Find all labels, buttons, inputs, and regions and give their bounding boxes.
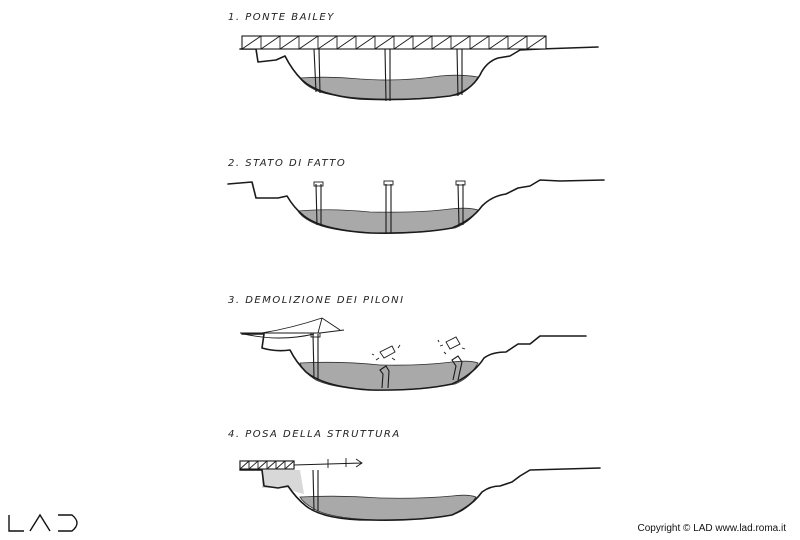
bailey-truss-diagonal bbox=[412, 35, 433, 50]
bailey-truss-diagonal bbox=[336, 35, 357, 50]
logo-letter-d bbox=[58, 514, 78, 532]
pier-cap-2c bbox=[455, 180, 466, 186]
new-deck-truss-diagonal bbox=[248, 460, 259, 470]
pier-1a-b bbox=[318, 48, 321, 94]
pier-cap-2a bbox=[313, 181, 324, 187]
bailey-truss-diagonal bbox=[450, 35, 471, 50]
panel-3-label: 3. DEMOLIZIONE DEI PILONI bbox=[228, 295, 405, 306]
debris-3c bbox=[437, 339, 466, 355]
bailey-truss-diagonal bbox=[374, 35, 395, 50]
falling-pier-top-3b bbox=[379, 345, 396, 359]
bank-shade-4 bbox=[262, 470, 304, 494]
pier-1b bbox=[384, 48, 387, 102]
logo-letter-a bbox=[29, 513, 51, 532]
crane-sag-line bbox=[243, 333, 315, 339]
logo-letter-l bbox=[8, 515, 24, 532]
panel-4-structure-installation: 4. POSA DELLA STRUTTURA bbox=[228, 429, 601, 521]
bailey-truss-diagonal bbox=[241, 35, 262, 50]
river-water-4 bbox=[299, 494, 477, 521]
panel-1-bailey-bridge: 1. PONTE BAILEY bbox=[228, 12, 599, 102]
debris-3b bbox=[371, 344, 401, 361]
bailey-truss-diagonal bbox=[526, 35, 547, 50]
bailey-truss-diagonal bbox=[279, 35, 300, 50]
river-water-2 bbox=[297, 207, 479, 234]
bailey-truss bbox=[241, 35, 547, 50]
panel-3-pier-demolition: 3. DEMOLIZIONE DEI PILONI bbox=[228, 295, 587, 391]
new-deck-truss bbox=[239, 460, 295, 470]
bailey-truss-diagonal bbox=[393, 35, 414, 50]
pier-1a bbox=[313, 48, 317, 93]
new-deck-truss-diagonal bbox=[257, 460, 268, 470]
bailey-truss-diagonal bbox=[507, 35, 528, 50]
bailey-truss-diagonal bbox=[469, 35, 490, 50]
riverbank-profile-3 bbox=[241, 333, 587, 391]
riverbank-profile-2 bbox=[227, 179, 605, 234]
bailey-truss-diagonal bbox=[488, 35, 509, 50]
riverbank-profile-1 bbox=[239, 46, 599, 101]
panel-2-label: 2. STATO DI FATTO bbox=[228, 158, 346, 169]
new-deck-truss-diagonal bbox=[266, 460, 277, 470]
broken-pier-3b bbox=[379, 365, 390, 389]
crane-canopy bbox=[240, 317, 345, 334]
bailey-truss-diagonal bbox=[298, 35, 319, 50]
panel-4-label: 4. POSA DELLA STRUTTURA bbox=[228, 429, 401, 440]
bailey-truss-diagonal bbox=[355, 35, 376, 50]
pier-3a bbox=[312, 333, 315, 379]
pier-4a bbox=[312, 469, 315, 511]
pier-2a bbox=[315, 183, 318, 226]
bailey-truss-diagonal bbox=[260, 35, 281, 50]
lad-logo bbox=[8, 513, 78, 532]
bailey-truss-diagonal bbox=[431, 35, 452, 50]
new-deck-truss-diagonal bbox=[239, 460, 250, 470]
pier-1c bbox=[456, 48, 459, 97]
panel-1-label: 1. PONTE BAILEY bbox=[228, 12, 335, 23]
new-deck-truss-diagonal bbox=[275, 460, 286, 470]
falling-pier-top-3c bbox=[445, 336, 461, 350]
pier-cap-3a bbox=[310, 332, 321, 338]
bailey-truss-diagonal bbox=[317, 35, 338, 50]
pier-2c bbox=[457, 183, 460, 227]
riverbank-profile-4 bbox=[239, 467, 601, 521]
copyright-footer: Copyright © LAD www.lad.roma.it bbox=[637, 523, 786, 534]
pier-cap-2b bbox=[383, 180, 394, 186]
new-deck-truss-diagonal bbox=[284, 460, 295, 470]
broken-pier-3c bbox=[451, 355, 463, 381]
panel-2-current-state: 2. STATO DI FATTO bbox=[227, 158, 605, 234]
